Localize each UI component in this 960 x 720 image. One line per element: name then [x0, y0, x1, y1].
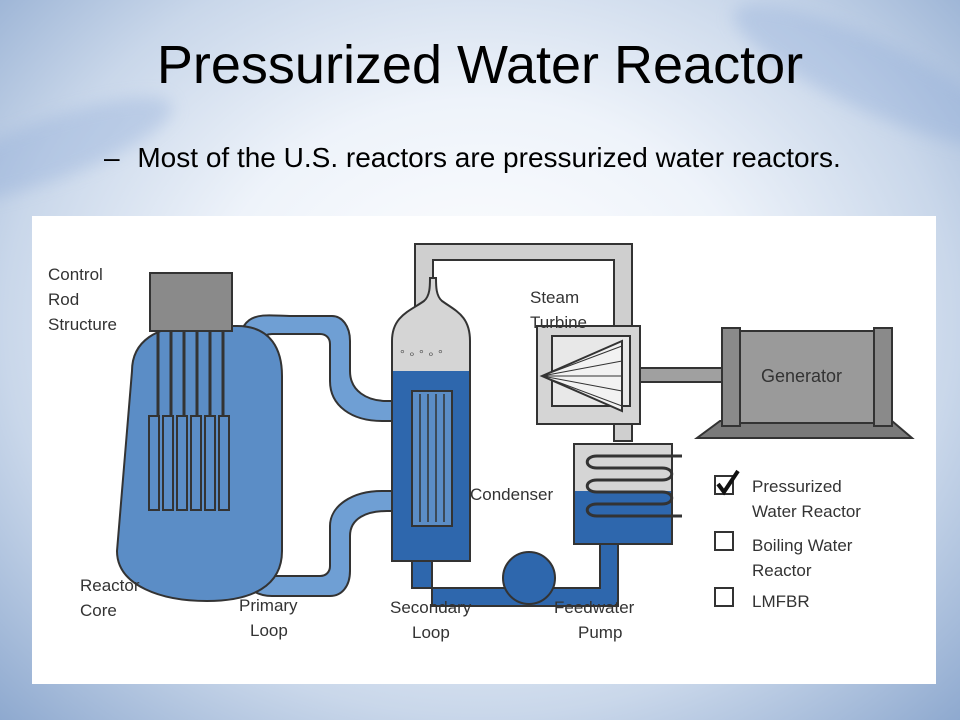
bullet-text: – Most of the U.S. reactors are pressuri… [104, 140, 896, 176]
label-generator: Generator [761, 366, 842, 386]
fuel-element [162, 415, 174, 511]
turbine-shaft [639, 367, 726, 383]
legend-pwr-line1: Pressurized [752, 477, 842, 496]
legend-bwr-line2: Reactor [752, 561, 812, 580]
label-condenser: Condenser [470, 485, 554, 504]
checkmark-icon [716, 469, 740, 496]
bullet-body: Most of the U.S. reactors are pressurize… [137, 142, 841, 173]
label-control-rod-3: Structure [48, 315, 117, 334]
pwr-schematic: ° ∘ ° ∘ ° Control Rod Struct [48, 243, 915, 642]
bubbles: ° ∘ ° ∘ ° [400, 347, 443, 361]
feedwater-pump [502, 551, 556, 605]
generator-flange-right [873, 327, 893, 427]
bullet-dash: – [104, 142, 120, 173]
control-rod-structure [149, 272, 233, 332]
fuel-element [204, 415, 216, 511]
fuel-element [176, 415, 188, 511]
label-feed-1: Feedwater [554, 598, 635, 617]
fuel-element [218, 415, 230, 511]
fuel-element [190, 415, 202, 511]
legend-checkbox-bwr [714, 531, 734, 551]
pwr-diagram: ° ∘ ° ∘ ° Control Rod Struct [32, 216, 936, 684]
blade-line [541, 360, 623, 377]
blade-line [541, 345, 623, 377]
legend-bwr-line1: Boiling Water [752, 536, 853, 555]
legend-pwr-line2: Water Reactor [752, 502, 861, 521]
label-feed-2: Pump [578, 623, 622, 642]
label-control-rod-2: Rod [48, 290, 79, 309]
steam-generator-tubes [411, 390, 453, 527]
fuel-element [148, 415, 160, 511]
blade-line [541, 375, 623, 407]
generator-flange-left [721, 327, 741, 427]
label-steam-1: Steam [530, 288, 579, 307]
label-reactor-2: Core [80, 601, 117, 620]
legend-checkbox-lmfbr [714, 587, 734, 607]
label-secondary-1: Secondary [390, 598, 472, 617]
label-steam-2: Turbine [530, 313, 587, 332]
label-secondary-2: Loop [412, 623, 450, 642]
slide-title: Pressurized Water Reactor [156, 35, 804, 95]
label-control-rod-1: Control [48, 265, 103, 284]
blade-line [541, 375, 623, 392]
label-primary-1: Primary [239, 596, 298, 615]
legend-lmfbr-line1: LMFBR [752, 592, 810, 611]
label-reactor-1: Reactor [80, 576, 140, 595]
label-primary-2: Loop [250, 621, 288, 640]
condenser-coil [585, 454, 682, 518]
